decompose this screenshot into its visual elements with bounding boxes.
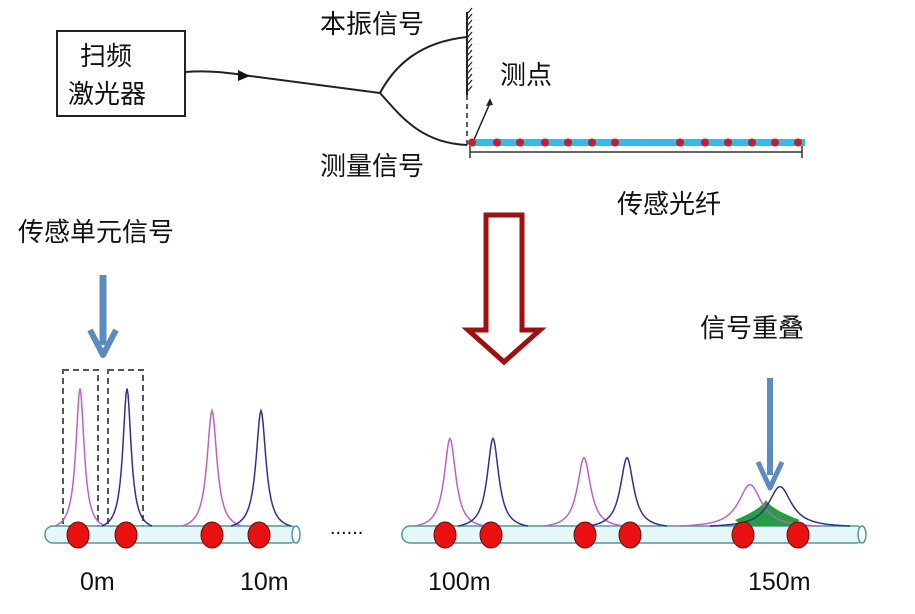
measure-point-label: 测点 bbox=[500, 61, 553, 91]
signal-overlap-label: 信号重叠 bbox=[700, 314, 805, 344]
measurement-branch bbox=[379, 92, 468, 146]
sensing-unit-dot bbox=[731, 521, 755, 549]
measure-point-pointer bbox=[472, 102, 491, 143]
sensing-fiber-top bbox=[470, 139, 805, 146]
signal-peak bbox=[457, 436, 529, 527]
fiber-point bbox=[564, 138, 572, 147]
fiber-sensing-points bbox=[468, 138, 802, 147]
fiber-point bbox=[748, 138, 756, 147]
fiber-point bbox=[771, 138, 779, 147]
hollow-down-arrow-icon bbox=[461, 212, 547, 366]
laser-label-line2: 激光器 bbox=[68, 80, 147, 110]
laser-box bbox=[56, 30, 186, 117]
sensing-unit-dot bbox=[618, 521, 642, 549]
signal-peak bbox=[181, 408, 243, 527]
sensing-unit-dot bbox=[479, 521, 503, 549]
distance-0m: 0m bbox=[80, 568, 115, 596]
mirror-icon bbox=[466, 7, 473, 95]
sensing-unit-dot bbox=[786, 521, 810, 549]
sensing-unit-dots bbox=[66, 521, 810, 549]
sensing-unit-signal-label: 传感单元信号 bbox=[18, 218, 175, 248]
input-fiber-line bbox=[184, 70, 381, 94]
signal-peak bbox=[230, 408, 292, 527]
fiber-point bbox=[468, 138, 476, 147]
pointer-arrowhead-icon bbox=[486, 98, 493, 106]
sensing-unit-dot bbox=[573, 521, 597, 549]
sensing-unit-dot bbox=[247, 521, 271, 549]
sensing-unit-dot bbox=[200, 521, 224, 549]
direction-arrow-icon bbox=[238, 70, 250, 81]
fiber-point bbox=[541, 138, 549, 147]
fiber-point bbox=[794, 138, 802, 147]
fiber-point bbox=[676, 138, 684, 147]
sensing-fiber-label: 传感光纤 bbox=[617, 190, 722, 220]
fiber-point bbox=[493, 138, 501, 147]
unit-box-2 bbox=[107, 369, 144, 528]
fiber-point bbox=[724, 138, 732, 147]
fiber-point bbox=[516, 138, 524, 147]
distance-100m: 100m bbox=[428, 568, 491, 596]
local-oscillator-label: 本振信号 bbox=[320, 10, 425, 40]
distance-10m: 10m bbox=[240, 568, 289, 596]
signal-peak bbox=[54, 388, 106, 527]
signal-peak bbox=[543, 456, 625, 527]
signal-peak bbox=[710, 485, 850, 527]
laser-label-line1: 扫频 bbox=[80, 42, 133, 72]
signal-peak bbox=[586, 456, 668, 527]
fiber-point bbox=[588, 138, 596, 147]
reference-branch bbox=[379, 36, 468, 94]
sensing-unit-dot bbox=[66, 521, 90, 549]
fiber-point bbox=[611, 138, 619, 147]
ellipsis: ...... bbox=[330, 517, 364, 539]
measurement-signal-label: 测量信号 bbox=[320, 152, 425, 182]
fiber-point bbox=[701, 138, 709, 147]
sensing-unit-dot bbox=[114, 521, 138, 549]
distance-150m: 150m bbox=[748, 568, 811, 596]
signal-peak bbox=[101, 388, 153, 527]
peak-signals bbox=[54, 388, 850, 527]
sensing-unit-dot bbox=[433, 521, 457, 549]
signal-peak bbox=[414, 436, 486, 527]
fiber-segment-1 bbox=[44, 525, 301, 544]
unit-box-1 bbox=[62, 369, 99, 528]
